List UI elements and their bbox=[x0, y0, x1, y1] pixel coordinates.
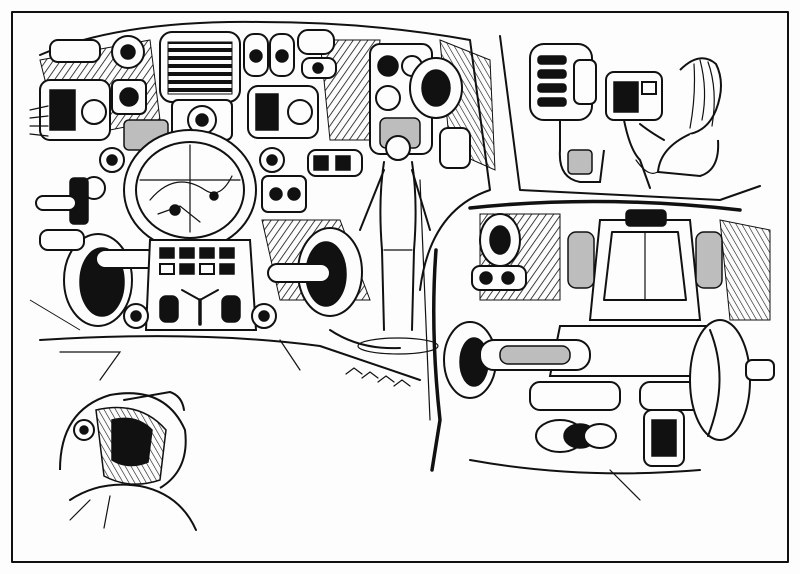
main-display bbox=[123, 129, 257, 251]
page-frame bbox=[11, 11, 789, 563]
helmet-pilot-sketch bbox=[59, 391, 197, 531]
control-unit-panel bbox=[499, 35, 761, 201]
cockpit-panel bbox=[29, 20, 496, 421]
seat-assembly-panel bbox=[430, 199, 775, 501]
standing-figure bbox=[357, 135, 439, 355]
